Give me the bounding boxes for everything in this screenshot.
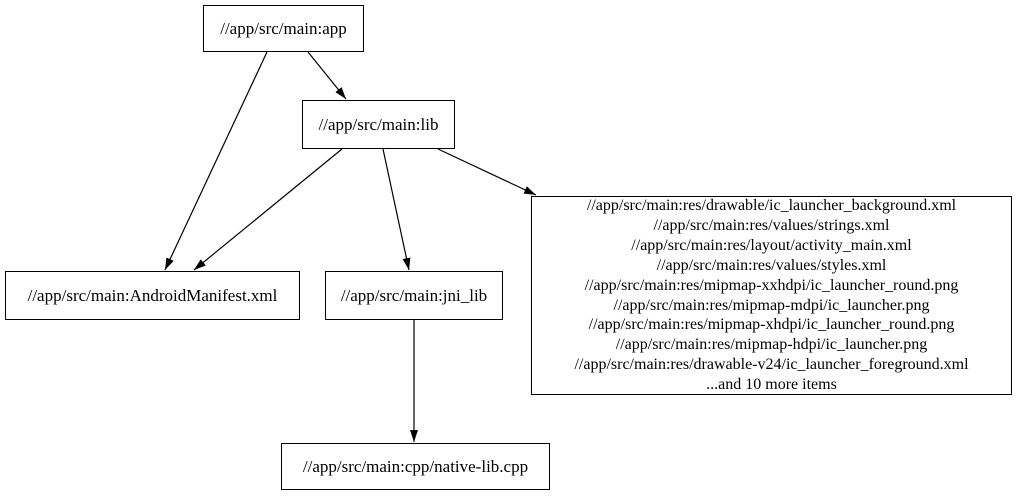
edge-app-to-lib	[307, 51, 347, 100]
node-app-label: //app/src/main:app	[220, 18, 347, 38]
node-lib-label: //app/src/main:lib	[318, 114, 439, 134]
node-android-manifest: //app/src/main:AndroidManifest.xml	[5, 271, 300, 320]
node-native-lib-cpp: //app/src/main:cpp/native-lib.cpp	[281, 443, 550, 490]
res-group-line: //app/src/main:res/drawable/ic_launcher_…	[586, 196, 957, 214]
node-native-lib-cpp-label: //app/src/main:cpp/native-lib.cpp	[302, 456, 529, 476]
edge-lib-to-android-manifest	[193, 148, 343, 271]
res-group-line: //app/src/main:res/drawable-v24/ic_launc…	[574, 356, 969, 374]
res-group-line: //app/src/main:res/values/strings.xml	[653, 216, 890, 234]
edge-app-to-android-manifest	[164, 51, 268, 271]
edge-lib-to-jni-lib	[382, 148, 411, 271]
node-app: //app/src/main:app	[203, 5, 364, 52]
res-group-line: //app/src/main:res/layout/activity_main.…	[631, 236, 912, 254]
res-group-line: //app/src/main:res/values/styles.xml	[656, 256, 887, 274]
node-lib: //app/src/main:lib	[302, 100, 455, 149]
node-jni-lib: //app/src/main:jni_lib	[325, 271, 503, 320]
edge-lib-to-res-group	[437, 148, 537, 196]
res-group-line: //app/src/main:res/mipmap-xhdpi/ic_launc…	[588, 316, 955, 334]
node-res-group: //app/src/main:res/drawable/ic_launcher_…	[531, 196, 1012, 395]
res-group-line: //app/src/main:res/mipmap-hdpi/ic_launch…	[615, 336, 928, 354]
node-android-manifest-label: //app/src/main:AndroidManifest.xml	[27, 285, 278, 305]
res-group-line: //app/src/main:res/mipmap-xxhdpi/ic_laun…	[584, 276, 959, 294]
node-jni-lib-label: //app/src/main:jni_lib	[340, 285, 488, 305]
res-group-line: //app/src/main:res/mipmap-mdpi/ic_launch…	[613, 296, 930, 314]
res-group-more-items: ...and 10 more items	[706, 376, 837, 394]
